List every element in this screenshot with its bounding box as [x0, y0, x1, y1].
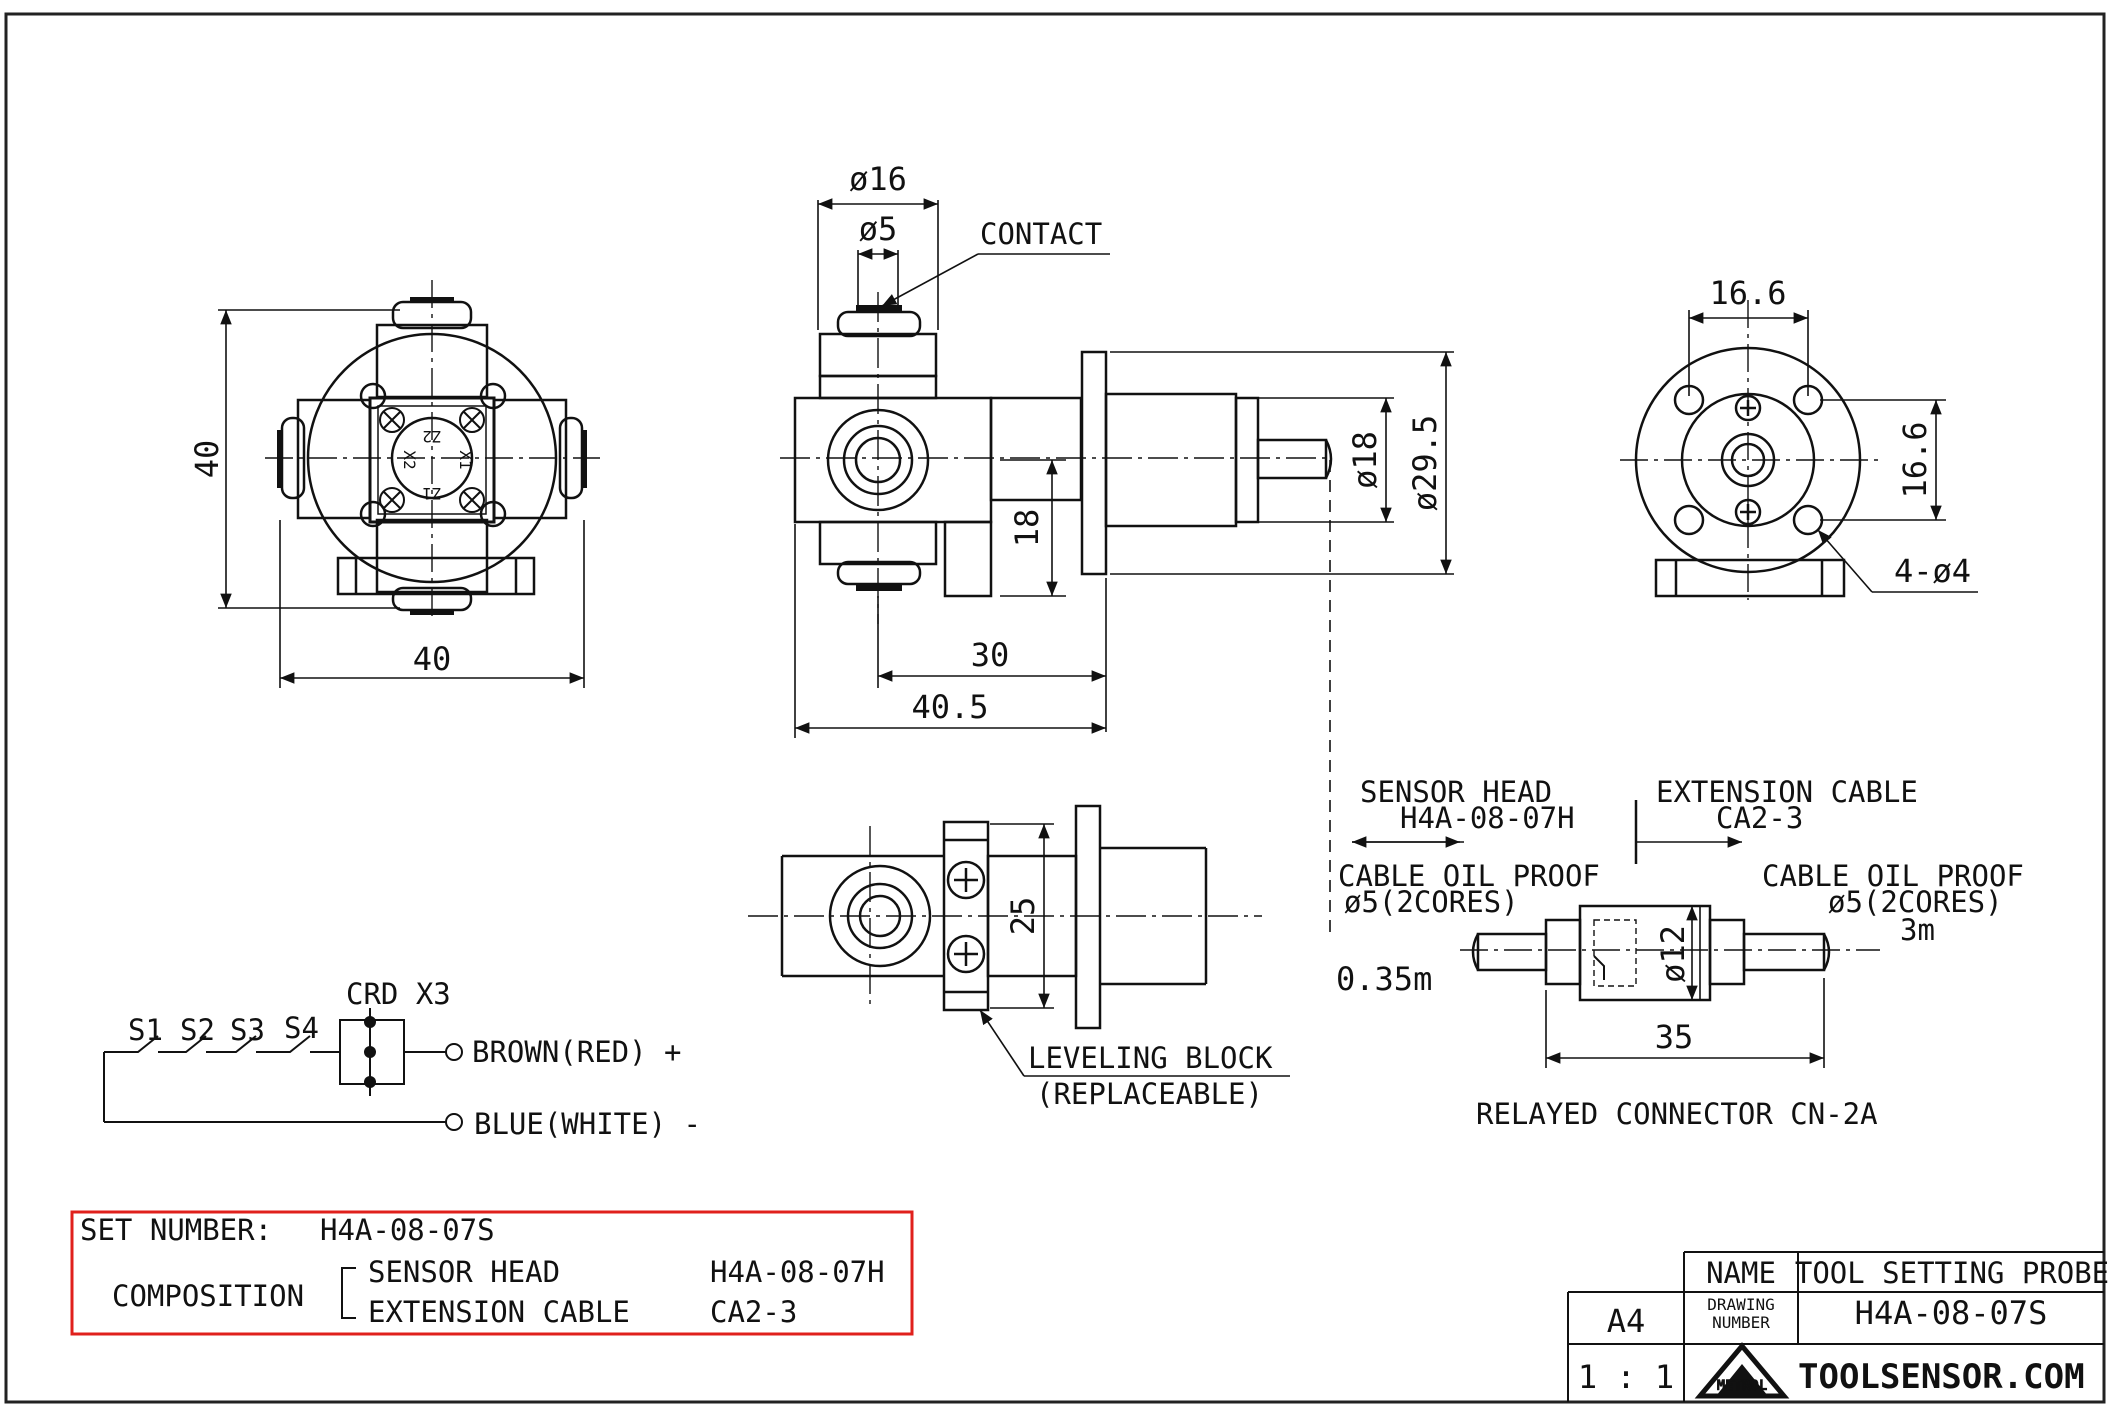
leveling-block-sub: (REPLACEABLE): [1036, 1077, 1263, 1111]
right-cable-length: 3m: [1900, 913, 1935, 947]
drawing-label-2: NUMBER: [1712, 1313, 1770, 1332]
set-number-box: [70, 1210, 914, 1336]
dim-40-5: 40.5: [911, 688, 988, 726]
blue-wire-label: BLUE(WHITE) -: [474, 1107, 701, 1141]
switch-s2: S2: [180, 1013, 215, 1047]
dim-35: 35: [1655, 1018, 1694, 1056]
paper-size: A4: [1607, 1302, 1646, 1340]
title-block: [1567, 1251, 2104, 1402]
front-view: [265, 280, 600, 622]
sensor-head-code: H4A-08-07H: [1400, 801, 1575, 835]
sheet-border: [4, 12, 2106, 1404]
left-cable-cores: ø5(2CORES): [1344, 885, 1519, 919]
dia-12-dim: ø12: [1654, 925, 1692, 983]
logo-text: METROL: [1717, 1378, 1768, 1394]
crd-diodes: [364, 1016, 376, 1088]
extension-cable-code: CA2-3: [1716, 801, 1803, 835]
right-cable-cores: ø5(2CORES): [1828, 885, 2003, 919]
drawing-scale: 1 : 1: [1578, 1358, 1674, 1396]
composition-item-code: H4A-08-07H: [710, 1255, 885, 1289]
cable-leader: [1329, 460, 1742, 940]
holes-dim: 4-ø4: [1894, 552, 1971, 590]
face-mark-x1: X1: [456, 450, 475, 469]
dia-16-dim: ø16: [849, 160, 907, 198]
crd-label: CRD X3: [346, 977, 451, 1011]
dia-29-5-dim: ø29.5: [1406, 415, 1444, 511]
dia-5-dim: ø5: [859, 210, 898, 248]
drawing-label-1: DRAWING: [1707, 1295, 1774, 1314]
end-dim-h: 16.6: [1709, 274, 1786, 312]
extension-cable-label: EXTENSION CABLE: [1656, 775, 1918, 809]
composition-item-name: EXTENSION CABLE: [368, 1295, 630, 1329]
dim-30: 30: [971, 636, 1010, 674]
left-cable-label: CABLE OIL PROOF: [1338, 859, 1600, 893]
end-dim-v: 16.6: [1896, 421, 1934, 498]
set-number-label: SET NUMBER:: [80, 1213, 272, 1247]
face-mark-z2: Z2: [422, 427, 441, 446]
metrol-logo-icon: METROL: [1694, 1342, 1790, 1399]
composition-bracket: [341, 1267, 356, 1319]
end-view: [1620, 300, 1880, 600]
set-number-value: H4A-08-07S: [320, 1213, 495, 1247]
relayed-connector: [1460, 904, 1880, 1002]
dia-18-dim: ø18: [1346, 431, 1384, 489]
contact-label: CONTACT: [980, 217, 1102, 251]
front-height-dim: 40: [188, 440, 226, 479]
name-label: NAME: [1706, 1256, 1776, 1290]
composition-item-code: CA2-3: [710, 1295, 797, 1329]
dim-25: 25: [1004, 897, 1042, 936]
brown-wire-label: BROWN(RED) +: [472, 1035, 682, 1069]
relayed-connector-label: RELAYED CONNECTOR CN-2A: [1476, 1097, 1878, 1131]
leveling-block-label: LEVELING BLOCK: [1028, 1041, 1273, 1075]
sensor-head-label: SENSOR HEAD: [1360, 775, 1552, 809]
dim-18: 18: [1008, 509, 1046, 548]
face-mark-z1: Z1: [422, 484, 441, 503]
drawing-number-value: H4A-08-07S: [1855, 1294, 2048, 1332]
face-mark-x2: X2: [400, 450, 419, 469]
right-cable-label: CABLE OIL PROOF: [1762, 859, 2024, 893]
front-width-dim: 40: [413, 640, 452, 678]
switch-s4: S4: [284, 1011, 319, 1045]
composition-label: COMPOSITION: [112, 1279, 304, 1313]
bottom-view: [748, 804, 1262, 1030]
switch-s3: S3: [230, 1013, 265, 1047]
website-link[interactable]: TOOLSENSOR.COM: [1798, 1357, 2085, 1397]
switch-s1: S1: [128, 1013, 163, 1047]
composition-item-name: SENSOR HEAD: [368, 1255, 560, 1289]
left-cable-length: 0.35m: [1336, 960, 1432, 998]
name-value: TOOL SETTING PROBE: [1795, 1256, 2109, 1290]
